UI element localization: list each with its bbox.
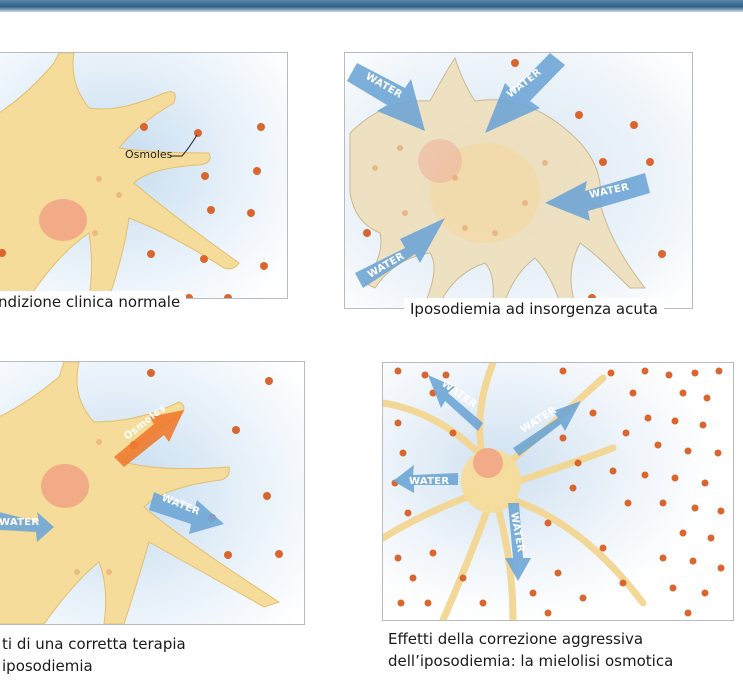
- panel-aggressive-correction: WATER WATER WATER WATER: [382, 362, 734, 621]
- header-bar: [0, 0, 743, 12]
- caption-aggressive-1: Effetti della correzione aggressiva: [388, 628, 643, 650]
- caption-acute: Iposodiemia ad insorgenza acuta: [404, 298, 664, 320]
- caption-normal: ndizione clinica normale: [0, 291, 186, 313]
- aggressive-cell-illustration: WATER WATER WATER WATER: [383, 363, 733, 620]
- caption-aggressive-2: dell’iposodiemia: la mielolisi osmotica: [388, 650, 673, 672]
- panel-acute: WATER WATER WATER WATER: [344, 52, 693, 309]
- caption-correct-therapy-2: iposodiemia: [2, 655, 93, 677]
- panel-correct-therapy: Osmoles WATER WATER: [0, 361, 305, 625]
- water-label-therapy-left: WATER: [0, 517, 39, 528]
- caption-correct-therapy-1: ti di una corretta terapia: [2, 633, 186, 655]
- acute-cell-illustration: WATER WATER WATER WATER: [345, 53, 692, 308]
- osmoles-label: Osmoles: [125, 148, 173, 161]
- normal-cell-illustration: Osmoles: [0, 53, 287, 298]
- panel-normal: Osmoles: [0, 52, 288, 299]
- therapy-cell-illustration: Osmoles WATER WATER: [0, 362, 304, 624]
- water-label-aggr-3: WATER: [409, 476, 449, 487]
